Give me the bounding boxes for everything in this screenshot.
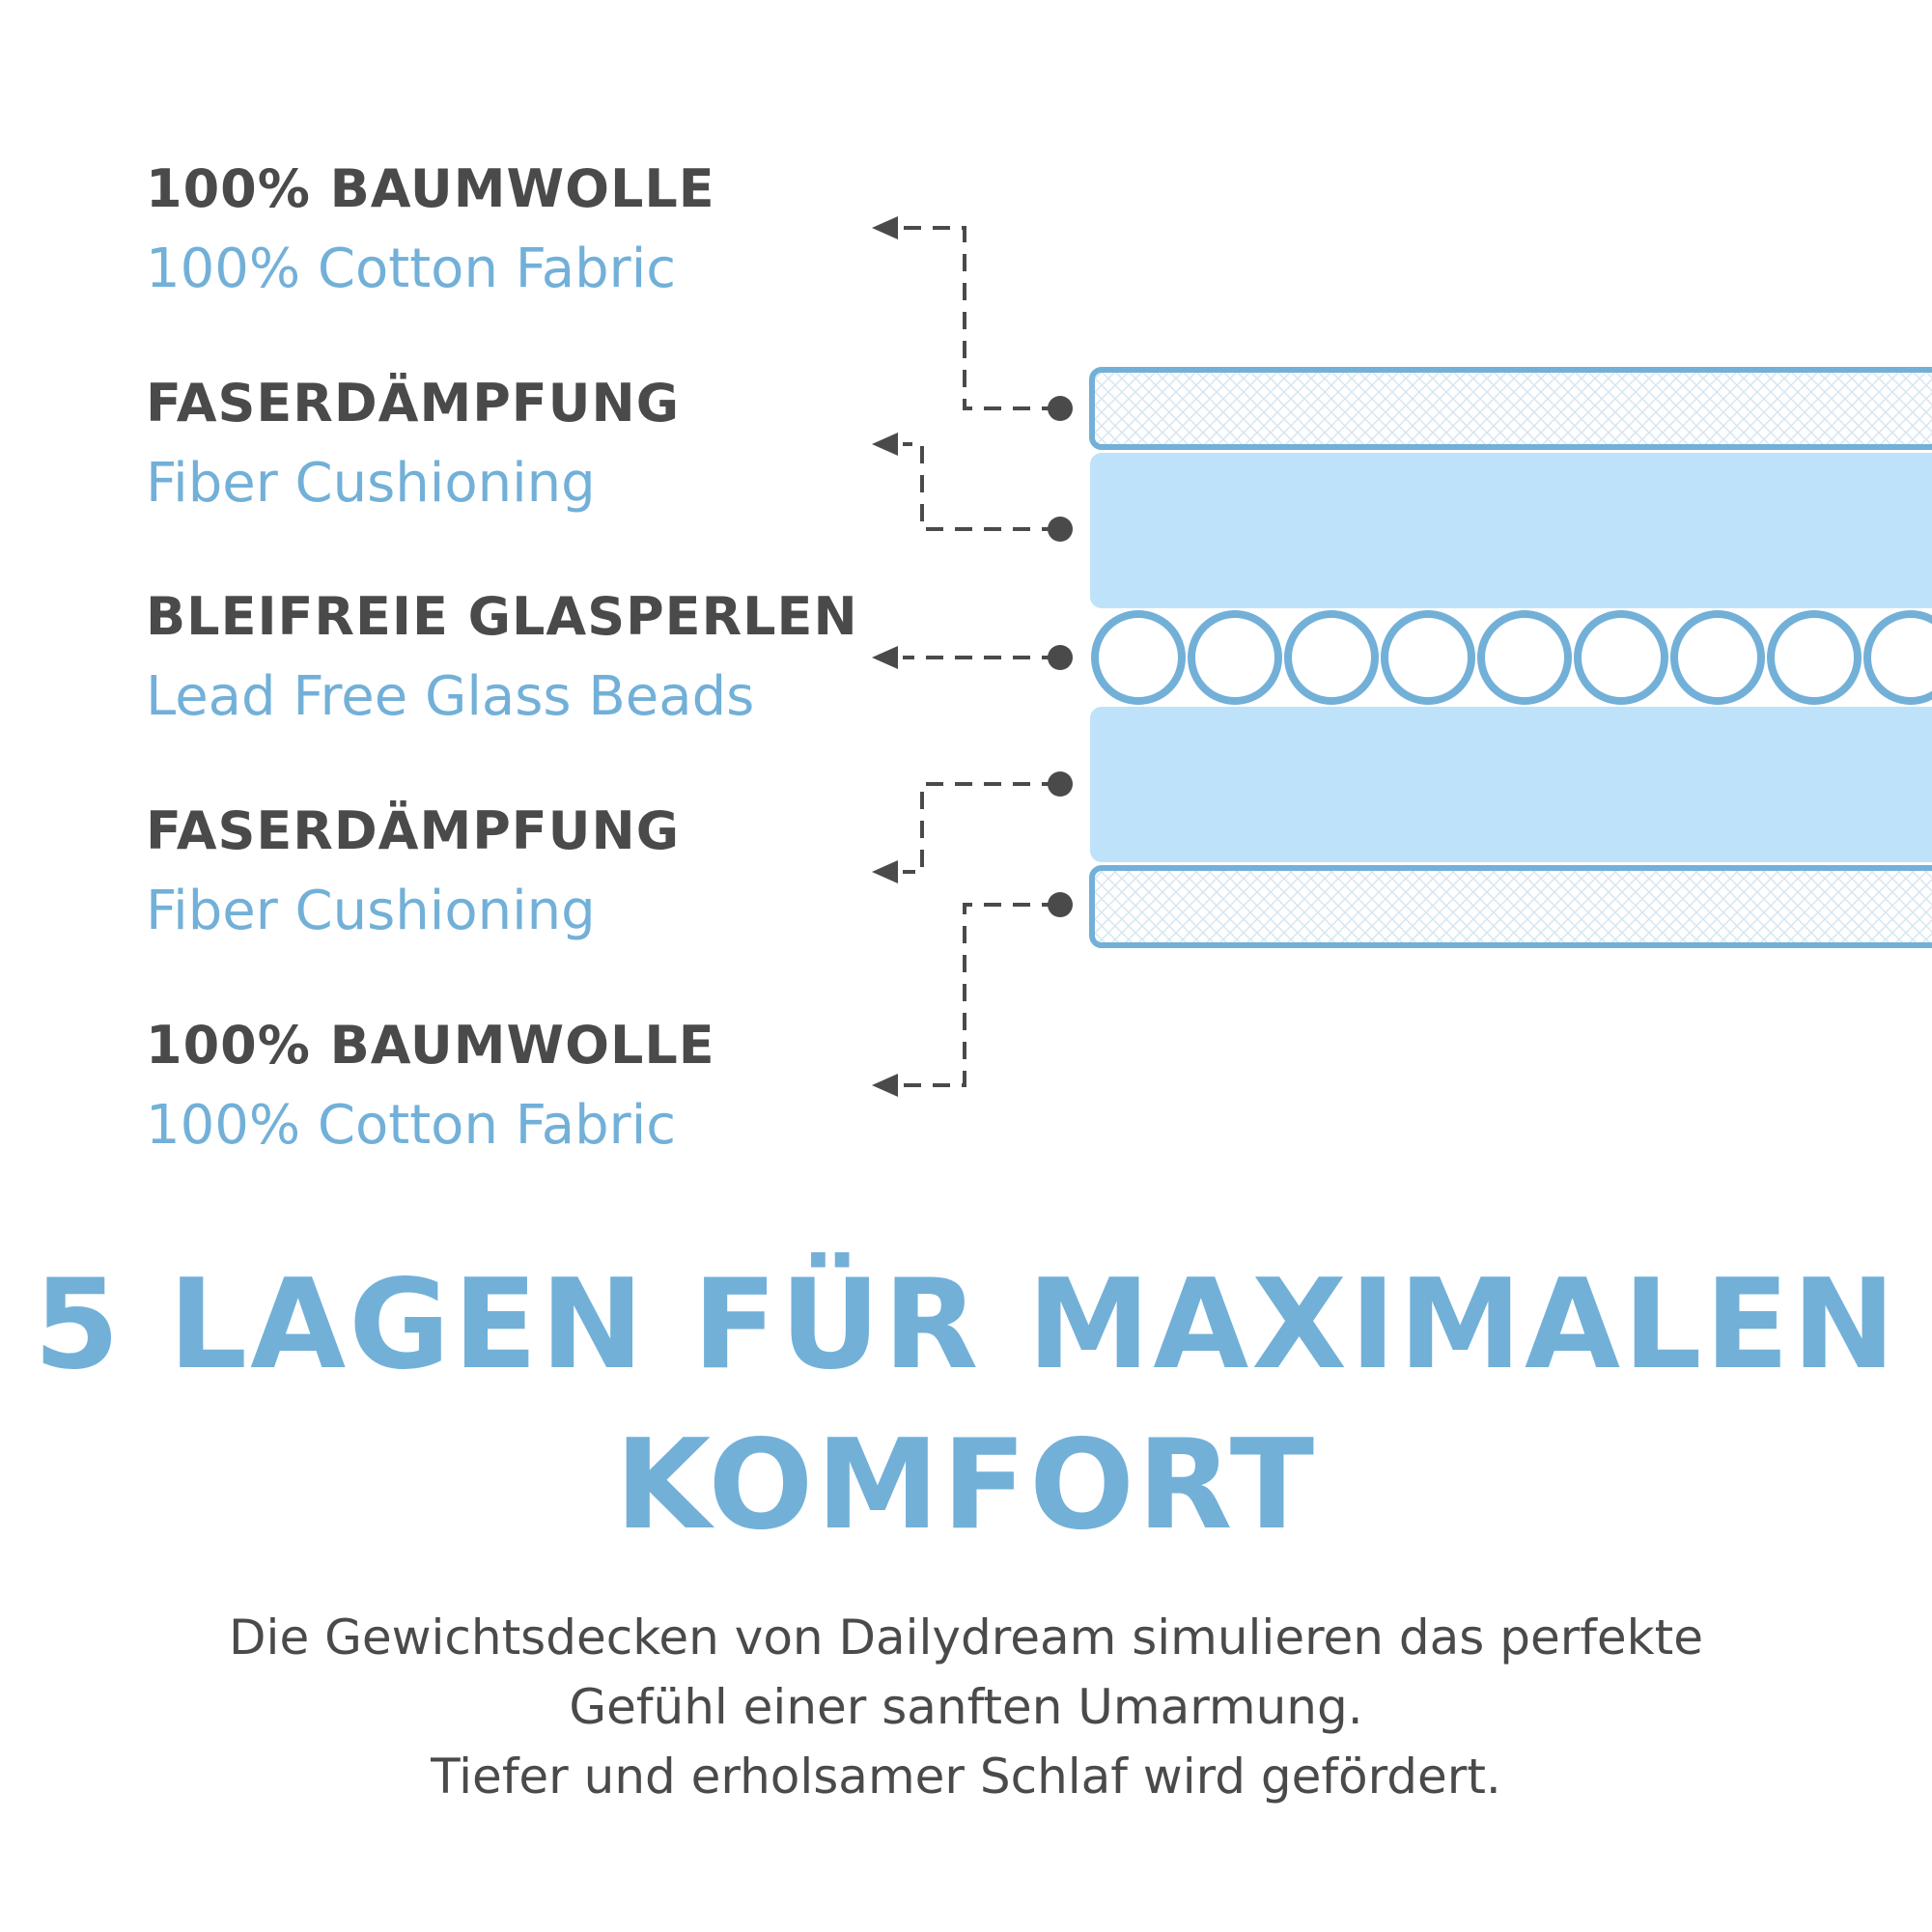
connector-dot-icon xyxy=(1048,396,1073,421)
connector-dot-icon xyxy=(1048,771,1073,797)
layer-title-de: 100% BAUMWOLLE xyxy=(146,1015,715,1076)
layer-title-de: FASERDÄMPFUNG xyxy=(146,800,681,861)
layer-label-cotton-bottom: 100% BAUMWOLLE 100% Cotton Fabric xyxy=(146,1015,880,1160)
arrow-left-icon xyxy=(872,1074,898,1097)
layer-title-de: 100% BAUMWOLLE xyxy=(146,158,715,219)
connector-dot-icon xyxy=(1048,517,1073,542)
connector-line-cotton-top xyxy=(903,226,1059,410)
layer-label-fiber-top: FASERDÄMPFUNG Fiber Cushioning xyxy=(146,373,880,518)
description-line-3: Tiefer und erholsamer Schlaf wird geförd… xyxy=(431,1749,1501,1805)
glass-bead-icon xyxy=(1670,610,1765,705)
cotton-layer-top xyxy=(1089,367,1932,450)
connector-line-fiber-bottom xyxy=(903,782,1059,874)
glass-bead-icon xyxy=(1188,610,1282,705)
page-heading: 5 LAGEN FÜR MAXIMALEN KOMFORT xyxy=(0,1246,1932,1566)
glass-bead-icon xyxy=(1477,610,1572,705)
layer-title-en: 100% Cotton Fabric xyxy=(146,238,677,300)
layer-title-de: FASERDÄMPFUNG xyxy=(146,373,681,434)
glass-bead-icon xyxy=(1767,610,1862,705)
layer-label-fiber-bottom: FASERDÄMPFUNG Fiber Cushioning xyxy=(146,800,880,945)
glass-bead-icon xyxy=(1091,610,1186,705)
cotton-layer-bottom xyxy=(1089,865,1932,948)
arrow-left-icon xyxy=(872,646,898,669)
glass-bead-row xyxy=(1091,610,1932,705)
description-line-2: Gefühl einer sanften Umarmung. xyxy=(569,1679,1363,1735)
connector-dot-icon xyxy=(1048,892,1073,917)
heading-line-1: 5 LAGEN FÜR MAXIMALEN xyxy=(33,1253,1899,1397)
fiber-layer-top xyxy=(1090,453,1932,608)
layer-label-cotton-top: 100% BAUMWOLLE 100% Cotton Fabric xyxy=(146,158,880,303)
glass-bead-icon xyxy=(1574,610,1668,705)
connector-line-fiber-top xyxy=(903,442,1059,531)
description-line-1: Die Gewichtsdecken von Dailydream simuli… xyxy=(229,1610,1703,1666)
glass-bead-icon xyxy=(1381,610,1475,705)
layer-title-de: BLEIFREIE GLASPERLEN xyxy=(146,586,858,647)
heading-line-2: KOMFORT xyxy=(615,1414,1317,1557)
layer-title-en: Lead Free Glass Beads xyxy=(146,665,755,728)
glass-bead-icon xyxy=(1284,610,1379,705)
fiber-layer-bottom xyxy=(1090,707,1932,862)
connector-dot-icon xyxy=(1048,645,1073,670)
arrow-left-icon xyxy=(872,216,898,239)
glass-bead-icon xyxy=(1863,610,1932,705)
layer-title-en: 100% Cotton Fabric xyxy=(146,1094,677,1157)
layer-title-en: Fiber Cushioning xyxy=(146,452,596,515)
arrow-left-icon xyxy=(872,860,898,883)
layer-title-en: Fiber Cushioning xyxy=(146,880,596,942)
layer-label-glass-beads: BLEIFREIE GLASPERLEN Lead Free Glass Bea… xyxy=(146,586,880,731)
arrow-left-icon xyxy=(872,433,898,456)
connector-line-cotton-bottom xyxy=(903,903,1059,1087)
blanket-layer-diagram xyxy=(872,216,1932,1097)
description: Die Gewichtsdecken von Dailydream simuli… xyxy=(0,1603,1932,1811)
